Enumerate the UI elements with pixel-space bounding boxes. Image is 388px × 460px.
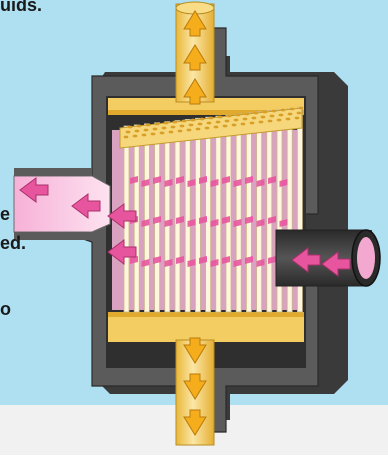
caption-fragment-4: o: [0, 300, 11, 318]
caption-fragment-1: uids.: [0, 0, 42, 14]
caption-fragment-3: ed.: [0, 234, 26, 252]
bottom-header-shade: [108, 312, 304, 317]
dialysate-inlet-pipe: [276, 230, 380, 286]
caption-fragment-2: e: [0, 205, 10, 223]
